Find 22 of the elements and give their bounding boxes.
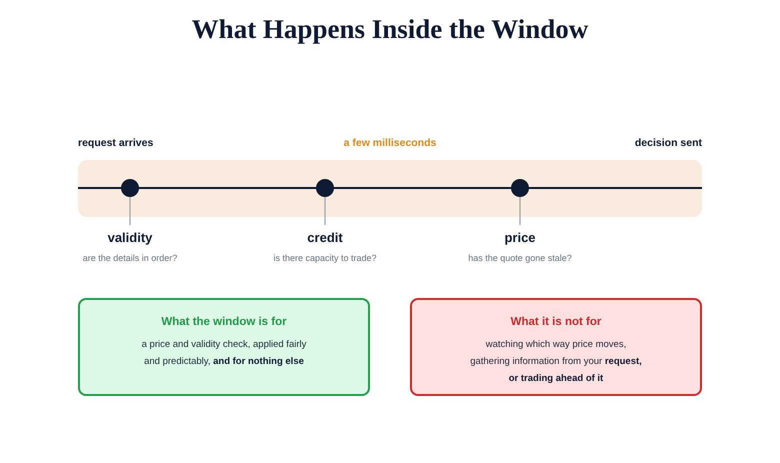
check-question: are the details in order? [82,253,178,263]
title: What Happens Inside the Window [190,14,590,45]
check-name: credit [307,230,343,245]
leader-line [324,197,326,225]
timeline-end-label: request arrives [78,137,154,149]
info-card [410,298,702,396]
checkpoint-dot [121,179,139,197]
card-heading: What it is not for [510,316,602,328]
check-question: is there capacity to trade? [273,253,377,263]
card-text: a price and validity check, applied fairly and predictably, and for nothing else [142,338,306,369]
timeline-end-label: decision sent [634,137,702,149]
card-text: watching which way price moves, gathering information from your request, or trading ahead of it [469,338,643,386]
check-question: has the quote gone stale? [468,253,572,263]
leader-line [519,197,521,225]
info-card [78,298,370,396]
leader-line [129,197,131,225]
checkpoint-dot [511,179,529,197]
check-name: price [504,230,536,245]
check-name: validity [108,230,152,245]
duration-label: a few milliseconds [344,137,436,149]
checkpoint-dot [316,179,334,197]
card-heading: What the window is for [161,316,287,328]
